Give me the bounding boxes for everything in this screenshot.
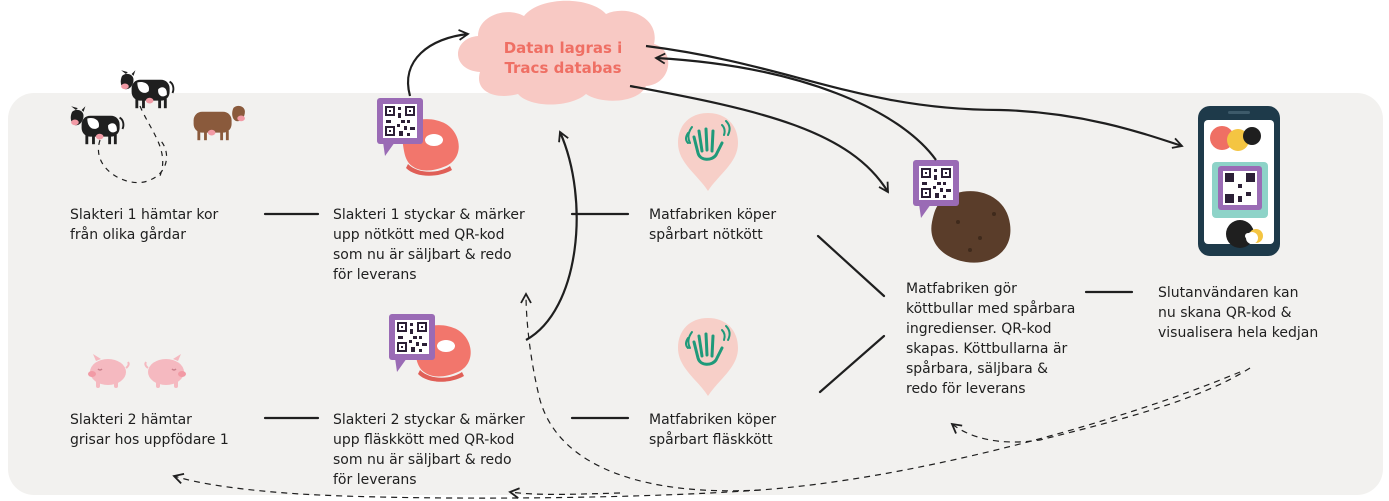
hand-wave-icon [676,111,740,193]
node-slakteri1-farms: Slakteri 1 hämtar kor från olika gårdar [70,207,219,243]
cow-icon [69,105,125,146]
hand-wave-icon [676,316,740,398]
cow-icon [193,105,245,141]
connectors [263,212,1134,420]
node-slakteri2-farms: Slakteri 2 hämtar grisar hos uppfödare 1 [70,412,229,448]
node-end-user: Slutanvändaren kan nu skana QR-kod & vis… [1158,285,1319,341]
node-factory-meatballs: Matfabriken gör köttbullar med spårbara … [906,281,1076,397]
phone-icon [1198,106,1280,256]
arrows [407,29,1184,341]
pig-icon [87,353,130,389]
node-slakteri1-cut: Slakteri 1 styckar & märker upp nötkött … [333,207,525,283]
meatball-icon [931,191,1011,263]
cloud-icon [458,0,669,105]
node-slakteri2-cut: Slakteri 2 styckar & märker upp fläskköt… [333,412,525,488]
dashed-arrows [172,292,1251,499]
pig-icon [144,353,187,389]
cloud-label: Datan lagras i Tracs databas [503,39,623,77]
node-factory-pork: Matfabriken köper spårbart fläskkött [649,412,777,448]
node-factory-beef: Matfabriken köper spårbart nötkött [649,207,777,243]
cow-icon [119,69,175,110]
